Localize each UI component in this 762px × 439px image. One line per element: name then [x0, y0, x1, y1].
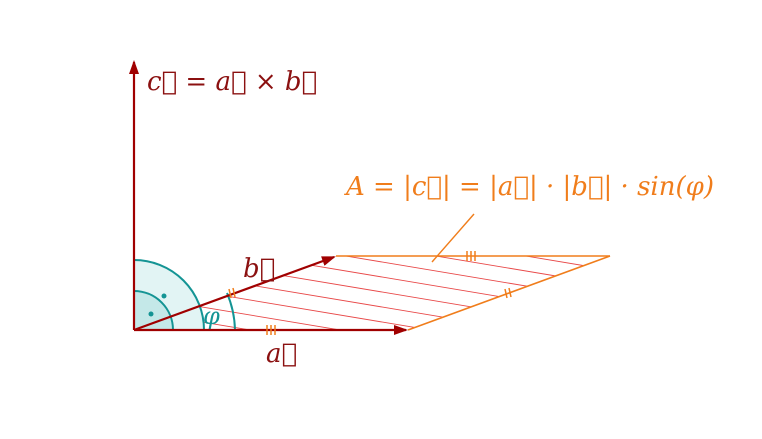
label-a: a⃗	[266, 339, 297, 369]
tick-marks-a	[266, 251, 476, 335]
parallelogram-hatching	[134, 256, 610, 330]
tick-marks-b	[228, 287, 512, 299]
right-angle-dot-outer	[161, 293, 167, 299]
area-formula: A = |c⃗| = |a⃗| · |b⃗| · sin(φ)	[344, 172, 714, 202]
phi-label: φ	[203, 302, 220, 330]
parallelogram-edges	[336, 255, 611, 331]
phi-angle-arc	[226, 292, 236, 331]
right-angle-dot-inner	[148, 311, 154, 317]
label-c-cross-product: c⃗ = a⃗ × b⃗	[147, 67, 317, 97]
label-b: b⃗	[243, 254, 275, 284]
formula-leader-line	[431, 213, 475, 263]
